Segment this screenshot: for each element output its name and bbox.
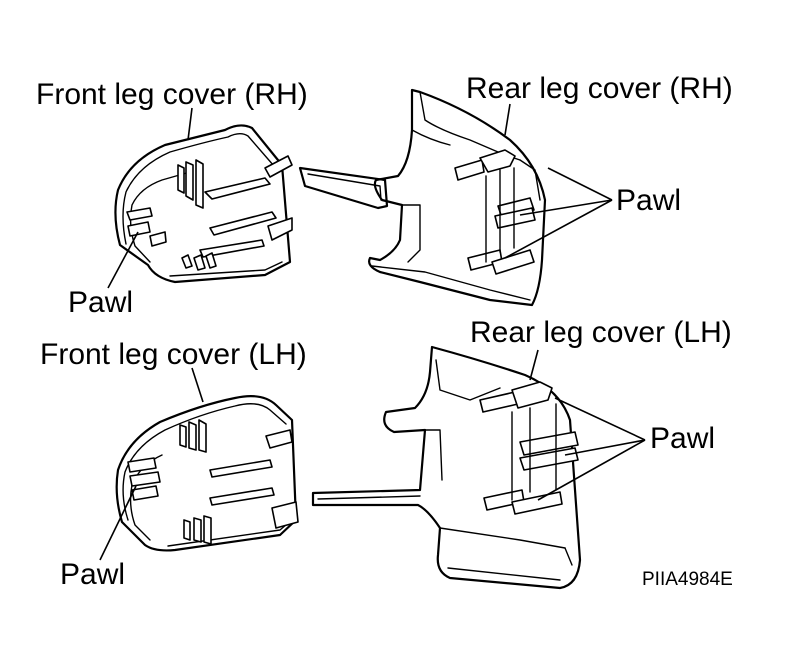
rear-leg-cover-rh-label: Rear leg cover (RH): [466, 72, 733, 105]
pawl-rh-rear-label: Pawl: [616, 184, 682, 217]
front-leg-cover-rh-label: Front leg cover (RH): [36, 78, 308, 111]
pawl-lh-front-label: Pawl: [60, 558, 126, 591]
pawl-rh-front-label: Pawl: [68, 286, 134, 319]
front-leg-cover-lh-label: Front leg cover (LH): [40, 338, 307, 371]
rear-leg-cover-rh: [298, 88, 547, 307]
front-leg-cover-lh: [115, 395, 299, 552]
rear-leg-cover-lh-label: Rear leg cover (LH): [470, 316, 732, 349]
pawl-lh-rear-label: Pawl: [650, 422, 716, 455]
leader-lines: [99, 103, 646, 561]
figure-code: PIIA4984E: [642, 569, 733, 590]
rear-leg-cover-lh: [311, 345, 582, 590]
front-leg-cover-rh: [114, 124, 293, 284]
